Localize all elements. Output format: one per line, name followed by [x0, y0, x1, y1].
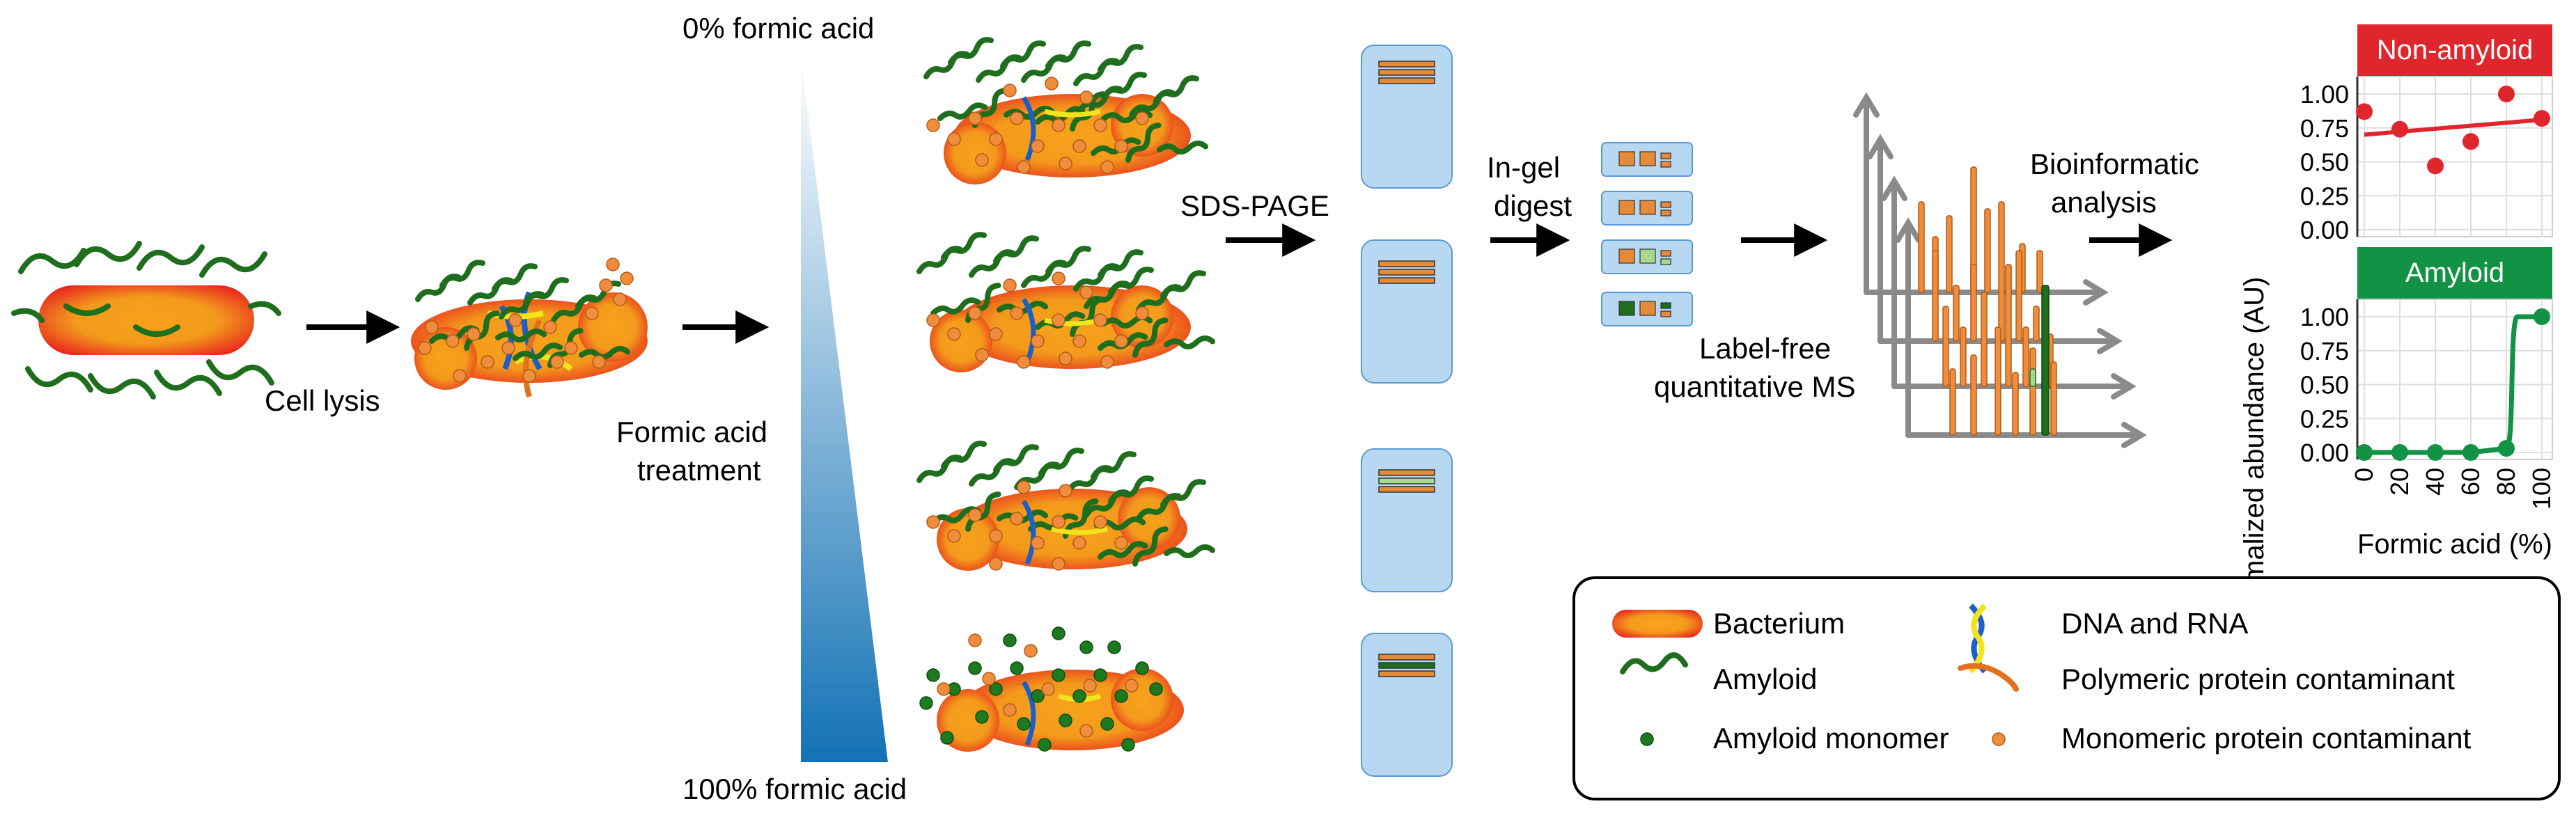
amyloid-title: Amyloid	[2405, 258, 2504, 288]
legend-label-bacterium: Bacterium	[1713, 607, 1845, 640]
monomeric-contaminant-icon	[1992, 732, 2006, 746]
y-tick-label: 1.00	[2300, 80, 2349, 109]
intact-bacterium	[11, 241, 281, 400]
plot-background	[2357, 299, 2553, 460]
data-point	[2391, 444, 2408, 461]
amyloid-fibril-icon	[1620, 652, 1688, 674]
y-tick-label: 0.25	[2300, 404, 2349, 433]
gradient-top-label: 0% formic acid	[682, 12, 874, 45]
legend-label-polymeric-contaminant: Polymeric protein contaminant	[2061, 663, 2455, 695]
y-axis-label: Normalized abundance (AU)	[2239, 277, 2270, 629]
non-amyloid-title: Non-amyloid	[2377, 35, 2534, 65]
gradient-bottom-label: 100% formic acid	[682, 773, 907, 805]
sample-low-percent	[919, 235, 1212, 372]
x-tick-label: 60	[2456, 468, 2485, 496]
y-tick-label: 0.50	[2300, 148, 2349, 177]
in-gel-digest-label-1: In-gel	[1487, 151, 1560, 184]
data-point	[2462, 133, 2479, 150]
lysed-bacterium	[411, 258, 648, 398]
cell-lysis-label: Cell lysis	[265, 384, 380, 417]
sds-gel-lanes	[1361, 45, 1453, 777]
x-tick-label: 40	[2421, 468, 2449, 496]
amyloid-monomer-icon	[1640, 732, 1654, 746]
y-tick-label: 0.50	[2300, 371, 2349, 400]
ms-peak-amyloid	[2041, 285, 2050, 436]
ms-peaks	[1918, 166, 2057, 436]
legend-box	[1572, 576, 2561, 800]
non-amyloid-header	[2357, 24, 2552, 77]
y-tick-label: 1.00	[2300, 303, 2349, 331]
gel-lane-2	[1361, 239, 1453, 384]
y-tick-label: 0.00	[2300, 216, 2349, 244]
series-line	[2364, 314, 2542, 455]
data-point	[2391, 120, 2408, 138]
non-amyloid-plot: 1.00 0.75 0.50 0.25 0.00	[2300, 76, 2553, 244]
data-point	[2534, 308, 2550, 325]
data-point	[2427, 157, 2444, 175]
legend-label-monomeric-contaminant: Monomeric protein contaminant	[2061, 722, 2472, 755]
data-point	[2356, 103, 2373, 120]
sds-page-label: SDS-PAGE	[1180, 189, 1329, 222]
amyloid-header	[2357, 247, 2552, 299]
gel-lane-3	[1361, 448, 1453, 592]
formic-acid-treatment-label-2: treatment	[637, 454, 761, 487]
bacterium-icon	[1612, 610, 1703, 638]
y-tick-label: 0.75	[2300, 114, 2349, 143]
legend-label-amyloid: Amyloid	[1713, 663, 1817, 695]
amyloid-fibrils	[11, 241, 281, 400]
sample-100-percent	[919, 626, 1184, 752]
y-tick-label: 0.75	[2300, 337, 2349, 365]
y-tick-label: 0.25	[2300, 182, 2349, 210]
bioinformatic-label-2: analysis	[2051, 186, 2157, 219]
ms-peak-amyloid-faint	[2029, 368, 2036, 387]
digested-gel-pieces	[1601, 142, 1693, 326]
legend: Bacterium Amyloid Amyloid monomer DNA an…	[1572, 576, 2561, 800]
label-free-label-1: Label-free	[1699, 332, 1831, 365]
x-tick-label: 0	[2350, 468, 2378, 482]
sample-mid-percent	[919, 443, 1212, 571]
bacterium-icon	[38, 285, 254, 355]
data-point	[2462, 444, 2479, 461]
legend-label-amyloid-monomer: Amyloid monomer	[1713, 722, 1949, 755]
polymeric-contaminant-icon	[1958, 663, 2019, 692]
bioinformatic-label-1: Bioinformatic	[2030, 148, 2199, 180]
data-point	[2356, 444, 2373, 461]
legend-label-dna-rna: DNA and RNA	[2061, 607, 2248, 640]
formic-acid-treatment-label-1: Formic acid	[616, 416, 767, 448]
in-gel-digest-label-2: digest	[1494, 189, 1572, 222]
sample-0-percent	[926, 40, 1205, 184]
gel-lane-4	[1361, 633, 1453, 777]
data-point	[2498, 440, 2515, 457]
x-tick-label: 100	[2527, 468, 2556, 510]
label-free-label-2: quantitative MS	[1654, 370, 1856, 403]
data-point	[2427, 444, 2444, 461]
chart-panel: Normalized abundance (AU) Non-amyloid 1.…	[2239, 24, 2556, 628]
plot-background	[2357, 76, 2553, 237]
y-tick-label: 0.00	[2300, 439, 2349, 467]
x-tick-label: 80	[2492, 468, 2520, 496]
dna-rna-icon	[1968, 603, 1988, 674]
data-point	[2498, 86, 2515, 102]
x-axis-label: Formic acid (%)	[2357, 529, 2552, 560]
x-tick-label: 20	[2385, 468, 2414, 496]
formic-acid-gradient-wedge	[801, 56, 888, 762]
data-point	[2534, 110, 2550, 127]
